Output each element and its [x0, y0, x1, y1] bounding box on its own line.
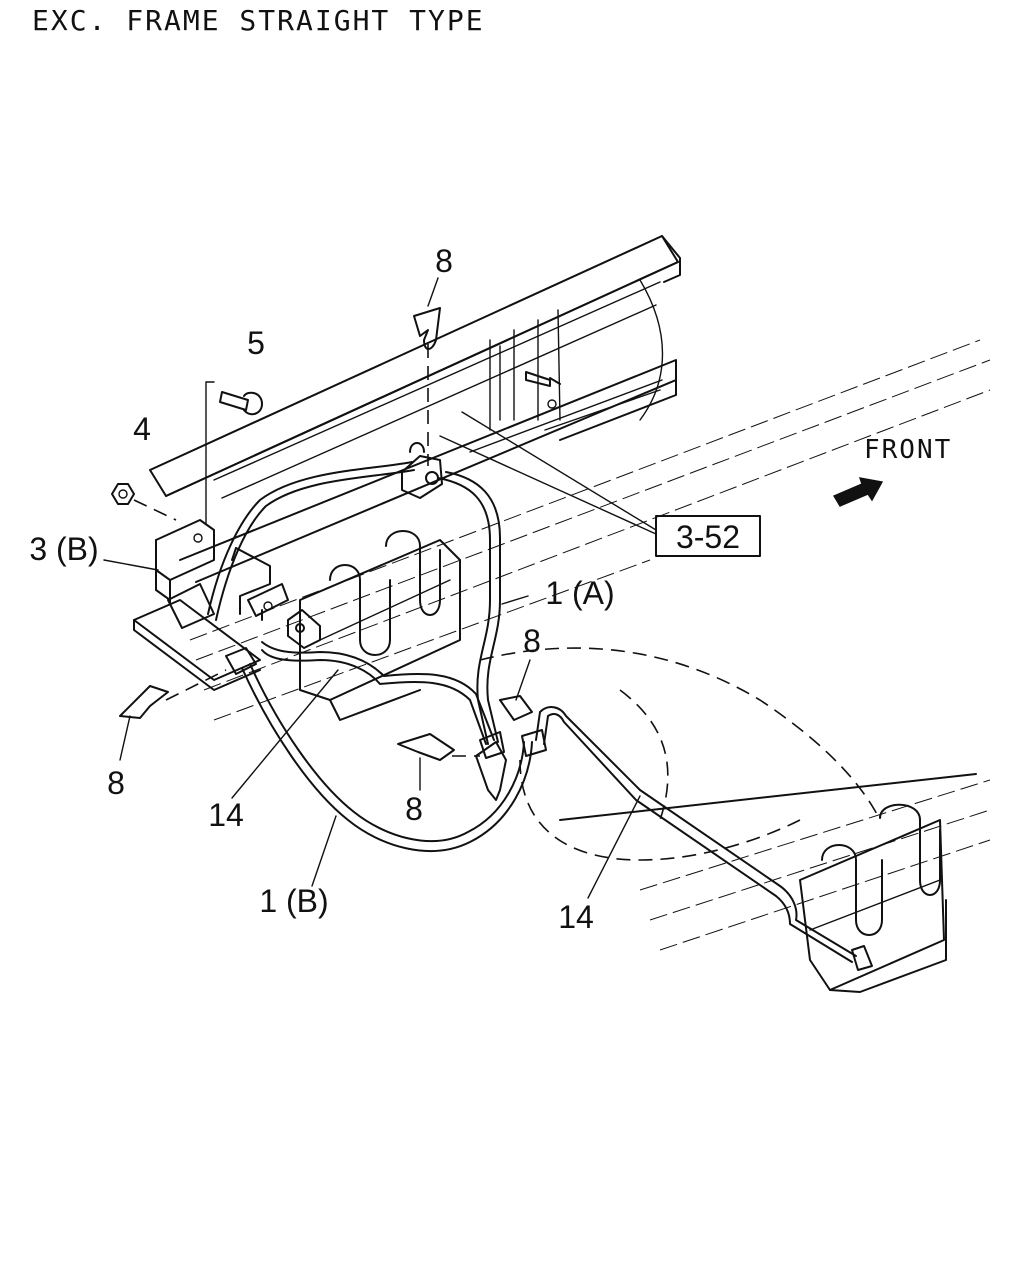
nut-4 — [111, 483, 135, 505]
diagram-title: EXC. FRAME STRAIGHT TYPE — [32, 4, 485, 37]
clip-bracket-small — [287, 609, 321, 649]
callout-14-right: 14 — [558, 899, 594, 935]
frame-rail — [149, 235, 681, 583]
callout-8-right: 8 — [523, 623, 541, 659]
front-arrow-icon — [832, 477, 884, 507]
callout-8-left: 8 — [107, 765, 125, 801]
lower-frame — [189, 339, 991, 951]
brake-pipes — [207, 461, 873, 971]
callout-8-mid: 8 — [405, 791, 423, 827]
callout-3b: 3 (B) — [29, 531, 98, 567]
callout-5: 5 — [247, 325, 265, 361]
clip-8-mid — [397, 733, 455, 761]
callout-4: 4 — [133, 411, 151, 447]
axle-housing — [479, 647, 881, 861]
callout-1b: 1 (B) — [259, 883, 328, 919]
callout-8-top: 8 — [435, 243, 453, 279]
u-bolt-right — [799, 803, 947, 993]
u-bolt-left — [299, 530, 461, 721]
bracket-3b — [133, 519, 289, 691]
callout-14-left: 14 — [208, 797, 244, 833]
leader-lines — [103, 277, 657, 899]
clip-8-right — [499, 695, 533, 721]
front-direction-label: FRONT — [864, 435, 952, 465]
callout-1a: 1 (A) — [545, 575, 614, 611]
clip-8-left — [119, 685, 169, 719]
reference-box-label: 3-52 — [676, 519, 740, 555]
reference-box: 3-52 — [655, 515, 761, 557]
bolt-5 — [219, 391, 263, 416]
